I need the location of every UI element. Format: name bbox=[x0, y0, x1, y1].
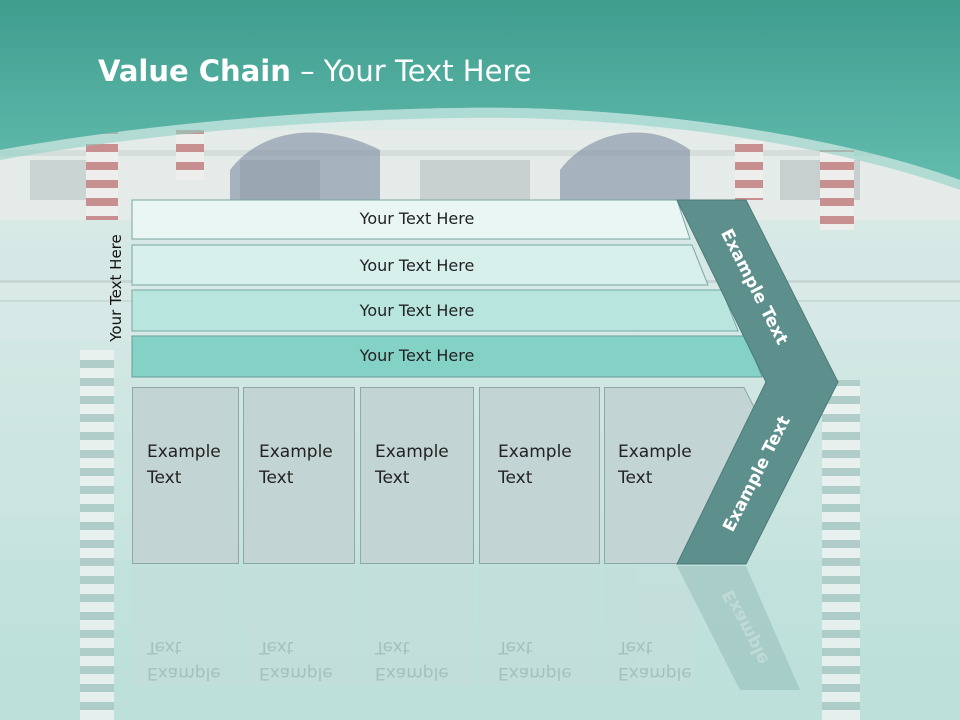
title-bold: Value Chain bbox=[98, 54, 291, 88]
refl-3-line2: Text bbox=[375, 637, 410, 657]
refl-2-line1: Example bbox=[259, 663, 333, 683]
slide-title: Value Chain – Your Text Here bbox=[98, 54, 532, 88]
bar-label-3: Your Text Here bbox=[359, 301, 475, 320]
box-text-1-line1: Example bbox=[147, 442, 221, 462]
box-text-2-line1: Example bbox=[259, 442, 333, 462]
box-text-5-line2: Text bbox=[618, 468, 653, 488]
refl-3-line1: Example bbox=[375, 663, 449, 683]
box-text-3-reflection: Example Text bbox=[375, 634, 475, 686]
refl-1-line1: Example bbox=[147, 663, 221, 683]
box-text-4: Example Text bbox=[498, 439, 598, 491]
refl-5-line1: Example bbox=[618, 663, 692, 683]
box-text-1-reflection: Example Text bbox=[147, 634, 247, 686]
box-text-4-line2: Text bbox=[498, 468, 533, 488]
box-text-2: Example Text bbox=[259, 439, 359, 491]
box-text-2-line2: Text bbox=[259, 468, 294, 488]
box-text-3-line1: Example bbox=[375, 442, 449, 462]
box-text-4-line1: Example bbox=[498, 442, 572, 462]
box-text-1: Example Text bbox=[147, 439, 247, 491]
box-text-5-reflection: Example Text bbox=[618, 634, 718, 686]
box-text-5-line1: Example bbox=[618, 442, 692, 462]
refl-4-line1: Example bbox=[498, 663, 572, 683]
side-label: Your Text Here bbox=[107, 234, 125, 342]
refl-5-line2: Text bbox=[618, 637, 653, 657]
refl-2-line2: Text bbox=[259, 637, 294, 657]
box-text-4-reflection: Example Text bbox=[498, 634, 598, 686]
box-text-1-line2: Text bbox=[147, 468, 182, 488]
refl-1-line2: Text bbox=[147, 637, 182, 657]
bar-label-1: Your Text Here bbox=[359, 209, 475, 228]
box-text-3: Example Text bbox=[375, 439, 475, 491]
box-text-2-reflection: Example Text bbox=[259, 634, 359, 686]
box-text-5: Example Text bbox=[618, 439, 718, 491]
title-rest: – Your Text Here bbox=[290, 54, 532, 88]
box-text-3-line2: Text bbox=[375, 468, 410, 488]
refl-4-line2: Text bbox=[498, 637, 533, 657]
bar-label-4: Your Text Here bbox=[359, 346, 475, 365]
bar-label-2: Your Text Here bbox=[359, 256, 475, 275]
